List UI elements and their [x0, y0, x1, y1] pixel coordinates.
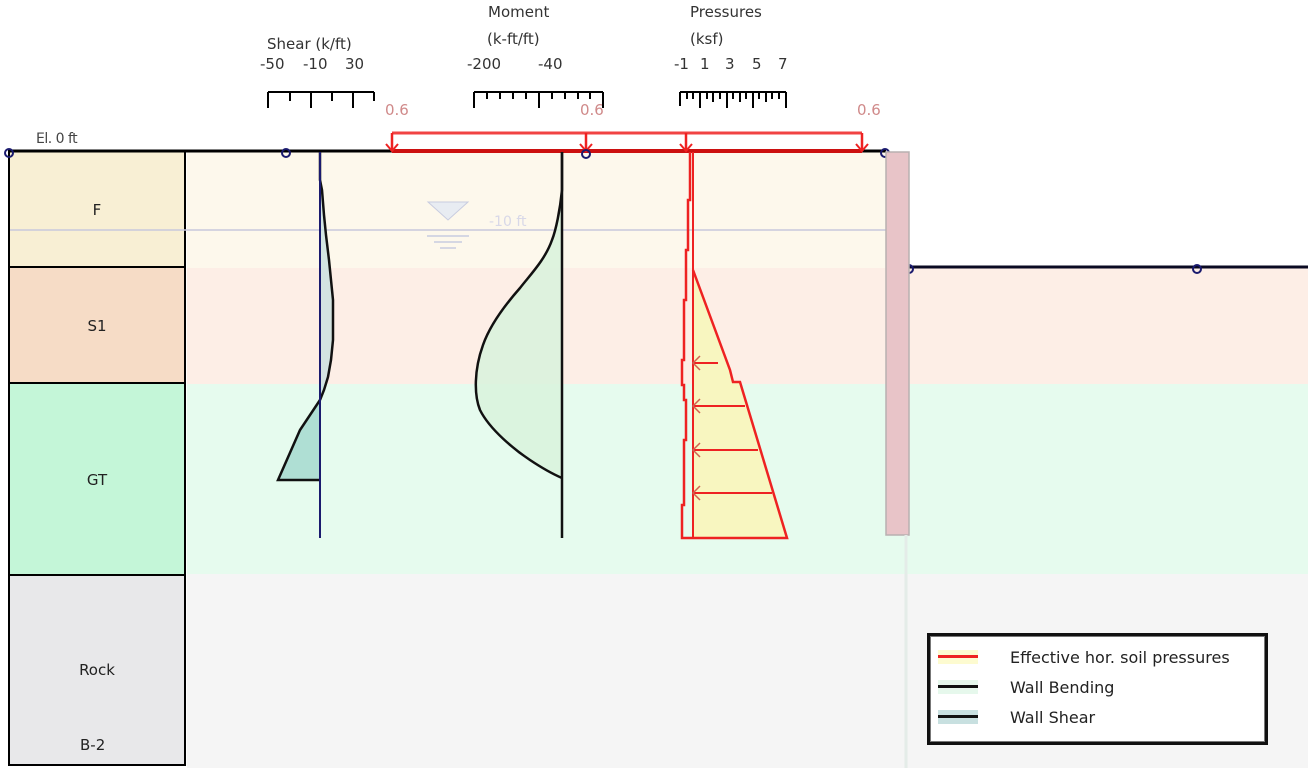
sheet-pile-wall — [885, 151, 910, 536]
wall-bending-diagram — [474, 152, 564, 538]
node-points — [4, 148, 1202, 274]
pressures-tick-4: 5 — [752, 55, 762, 73]
surcharge-load — [385, 131, 869, 153]
pressures-scale — [679, 91, 787, 108]
boring-label: B-2 — [80, 736, 106, 754]
node-icon — [581, 149, 591, 159]
layer-s1[interactable]: S1 — [8, 266, 186, 386]
pressures-scale-title: Pressures — [690, 3, 762, 21]
legend: Effective hor. soil pressures Wall Bendi… — [927, 633, 1268, 745]
legend-label: Effective hor. soil pressures — [1010, 647, 1230, 667]
pressures-tick-2: 1 — [700, 55, 710, 73]
wall-shear-diagram — [276, 152, 335, 538]
legend-label: Wall Shear — [1010, 707, 1096, 727]
shear-tick-2: -10 — [303, 55, 328, 73]
surcharge-label-2: 0.6 — [580, 101, 604, 119]
effective-soil-pressure-diagram — [680, 152, 789, 540]
moment-scale-units: (k-ft/ft) — [487, 30, 540, 48]
layer-s1-label: S1 — [87, 317, 107, 335]
water-table-icon — [426, 201, 470, 249]
pressures-scale-units: (ksf) — [690, 30, 724, 48]
node-icon — [281, 148, 291, 158]
elevation-label: El. 0 ft — [36, 131, 78, 147]
legend-item-soil-pressures: Effective hor. soil pressures — [938, 644, 1230, 670]
shear-scale-title: Shear (k/ft) — [267, 35, 352, 53]
moment-tick-2: -40 — [538, 55, 563, 73]
legend-item-wall-shear: Wall Shear — [938, 704, 1095, 730]
node-icon — [1192, 264, 1202, 274]
layer-gt[interactable]: GT — [8, 382, 186, 577]
legend-swatch-wall-shear — [938, 710, 978, 724]
surcharge-label-3: 0.6 — [857, 101, 881, 119]
soil-band-s1 — [187, 268, 1308, 384]
shear-tick-1: -50 — [260, 55, 285, 73]
surcharge-label-1: 0.6 — [385, 101, 409, 119]
legend-swatch-soil-pressures — [938, 650, 978, 664]
water-table-label: -10 ft — [489, 214, 527, 230]
legend-label: Wall Bending — [1010, 677, 1115, 697]
layer-rock[interactable]: Rock — [8, 574, 186, 766]
layer-rock-label: Rock — [79, 661, 115, 679]
legend-item-wall-bending: Wall Bending — [938, 674, 1114, 700]
layer-f-label: F — [92, 201, 102, 219]
layer-gt-label: GT — [86, 470, 108, 489]
shear-scale — [267, 91, 375, 108]
moment-scale-title: Moment — [488, 3, 550, 21]
pressures-tick-3: 3 — [725, 55, 735, 73]
excavation-air — [909, 152, 1308, 268]
shear-tick-3: 30 — [345, 55, 365, 73]
pressures-tick-5: 7 — [778, 55, 788, 73]
legend-swatch-wall-bending — [938, 680, 978, 694]
pressures-tick-1: -1 — [674, 55, 689, 73]
node-icon — [4, 148, 14, 158]
moment-scale — [473, 91, 604, 108]
moment-tick-1: -200 — [467, 55, 502, 73]
